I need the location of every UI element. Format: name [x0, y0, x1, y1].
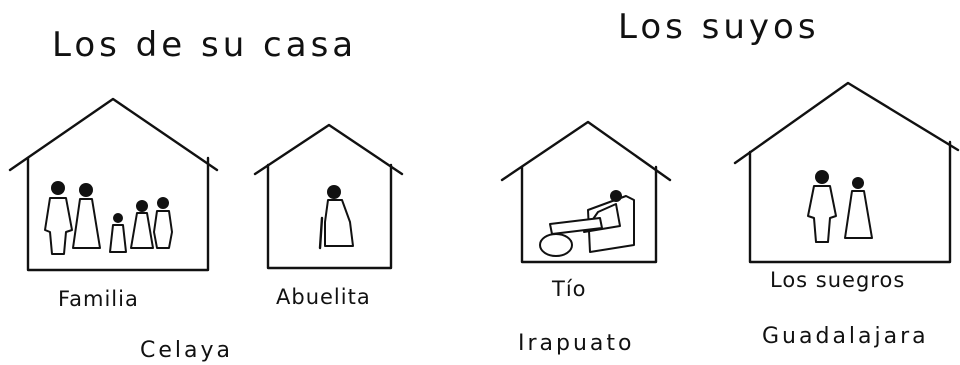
house-tio: Tío	[500, 120, 672, 301]
label-tio: Tío	[551, 277, 587, 301]
grandmother-figure-icon	[318, 185, 354, 250]
title-los-de-su-casa: Los de su casa	[52, 25, 357, 65]
in-laws-figures-icon	[807, 170, 873, 243]
city-celaya: Celaya	[140, 338, 233, 363]
house-abuelita: Abuelita	[253, 123, 404, 309]
label-los-suegros: Los suegros	[770, 268, 905, 292]
city-irapuato: Irapuato	[518, 331, 635, 356]
house-familia: Familia	[8, 97, 219, 311]
label-abuelita: Abuelita	[276, 285, 371, 309]
city-guadalajara: Guadalajara	[762, 324, 929, 349]
house-los-suegros: Los suegros	[733, 81, 960, 292]
family-figures-icon	[44, 181, 173, 255]
label-familia: Familia	[58, 287, 139, 311]
uncle-reclining-figure-icon	[539, 190, 635, 257]
title-los-suyos: Los suyos	[618, 7, 820, 47]
